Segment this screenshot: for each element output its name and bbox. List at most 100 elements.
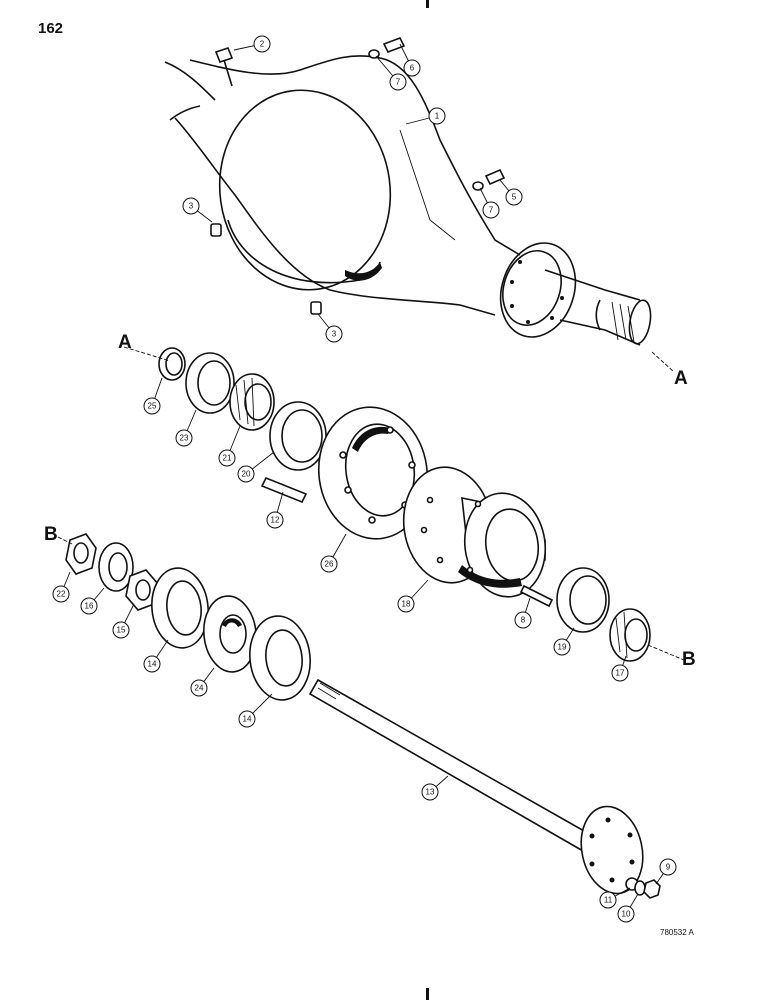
- callout-circle: [320, 555, 338, 573]
- callout-c7b: 7: [479, 187, 500, 219]
- callout-c7a: 7: [375, 55, 407, 91]
- callout-number: 26: [325, 560, 334, 569]
- callout-number: 11: [604, 896, 613, 905]
- callout-circle: [403, 59, 421, 77]
- stud-8: [519, 584, 554, 608]
- callout-number: 20: [242, 470, 251, 479]
- callout-circle: [80, 597, 98, 615]
- callout-c6: 6: [399, 43, 421, 77]
- binding-mark-top: [426, 0, 429, 8]
- callout-number: 15: [117, 626, 126, 635]
- callout-circle: [143, 397, 161, 415]
- callout-c22: 22: [52, 571, 71, 603]
- callout-c11: 11: [599, 887, 631, 909]
- callout-number: 5: [512, 193, 517, 202]
- callout-circle: [143, 655, 161, 673]
- callout-number: 7: [396, 78, 401, 87]
- callout-c25: 25: [143, 377, 163, 415]
- callout-number: 14: [243, 715, 252, 724]
- callout-number: 13: [426, 788, 435, 797]
- hub-18: [402, 466, 547, 598]
- section-mark-b-left: B: [44, 524, 58, 545]
- cone-17: [609, 608, 651, 662]
- binding-mark-bottom: [426, 988, 429, 1000]
- callout-c17: 17: [611, 655, 629, 682]
- callout-number: 7: [489, 206, 494, 215]
- gasket-14-upper: [151, 567, 209, 649]
- callout-c24: 24: [190, 667, 215, 697]
- page-number: 162: [38, 20, 64, 37]
- callout-c3a: 3: [182, 197, 213, 223]
- callout-circle: [659, 858, 677, 876]
- plug-left: [210, 223, 222, 237]
- callout-circle: [397, 595, 415, 613]
- cup-19: [556, 567, 610, 633]
- callout-number: 18: [402, 600, 411, 609]
- callout-circle: [505, 188, 523, 206]
- callout-c19: 19: [553, 627, 575, 656]
- section-line-a-right: [651, 351, 675, 373]
- callout-number: 12: [271, 516, 280, 525]
- callout-circle: [553, 638, 571, 656]
- section-line-b-right: [647, 644, 685, 661]
- callout-circle: [514, 611, 532, 629]
- callout-circle: [266, 511, 284, 529]
- callout-c8: 8: [514, 597, 532, 629]
- axle-housing: [164, 55, 652, 346]
- callout-circle: [428, 107, 446, 125]
- callout-c14a: 14: [143, 639, 169, 673]
- washer-16: [98, 542, 134, 592]
- callout-circle: [482, 201, 500, 219]
- callout-circle: [218, 449, 236, 467]
- callout-c14b: 14: [238, 693, 273, 728]
- callout-circle: [190, 679, 208, 697]
- breather-plug: [214, 47, 234, 87]
- callout-number: 14: [148, 660, 157, 669]
- callout-number: 16: [85, 602, 94, 611]
- cone-21: [229, 373, 275, 431]
- callout-number: 1: [435, 112, 440, 121]
- callout-c3b: 3: [317, 313, 343, 343]
- callout-c23: 23: [175, 409, 197, 447]
- callout-circle: [238, 710, 256, 728]
- callout-circle: [253, 35, 271, 53]
- callout-number: 2: [260, 40, 265, 49]
- callout-number: 3: [332, 330, 337, 339]
- callout-number: 21: [223, 454, 232, 463]
- section-line-a-left: [123, 346, 171, 362]
- callout-circle: [112, 621, 130, 639]
- cup-23: [185, 352, 235, 414]
- seal-25: [158, 347, 186, 381]
- callout-number: 8: [521, 616, 526, 625]
- callout-circle: [52, 585, 70, 603]
- washer-10: [634, 880, 646, 896]
- cup-20: [269, 401, 327, 471]
- plug-bottom: [310, 301, 322, 315]
- bolt-lower: [472, 168, 506, 191]
- section-mark-b-right: B: [682, 649, 696, 670]
- section-line-b-left: [57, 536, 73, 545]
- callout-number: 17: [616, 669, 625, 678]
- callout-circle: [617, 905, 635, 923]
- callout-number: 24: [195, 684, 204, 693]
- callout-c18: 18: [397, 579, 429, 613]
- nut-9: [643, 879, 661, 899]
- gasket-14-lower: [249, 615, 311, 701]
- callout-number: 3: [189, 202, 194, 211]
- callout-c16: 16: [80, 587, 105, 615]
- callout-number: 9: [666, 863, 671, 872]
- callout-number: 6: [410, 64, 415, 73]
- callout-number: 25: [148, 402, 157, 411]
- figure-id: 780532 A: [660, 928, 694, 937]
- callout-c2: 2: [233, 35, 271, 53]
- callout-c26: 26: [320, 533, 347, 573]
- callout-circle: [599, 891, 617, 909]
- section-mark-a-upper: A: [118, 332, 132, 353]
- callout-c21: 21: [218, 425, 241, 467]
- callout-number: 10: [622, 910, 631, 919]
- callout-circle: [421, 783, 439, 801]
- callout-number: 23: [180, 434, 189, 443]
- callout-circle: [611, 664, 629, 682]
- callout-layer: 1233567789101112131414151617181920212223…: [52, 35, 677, 923]
